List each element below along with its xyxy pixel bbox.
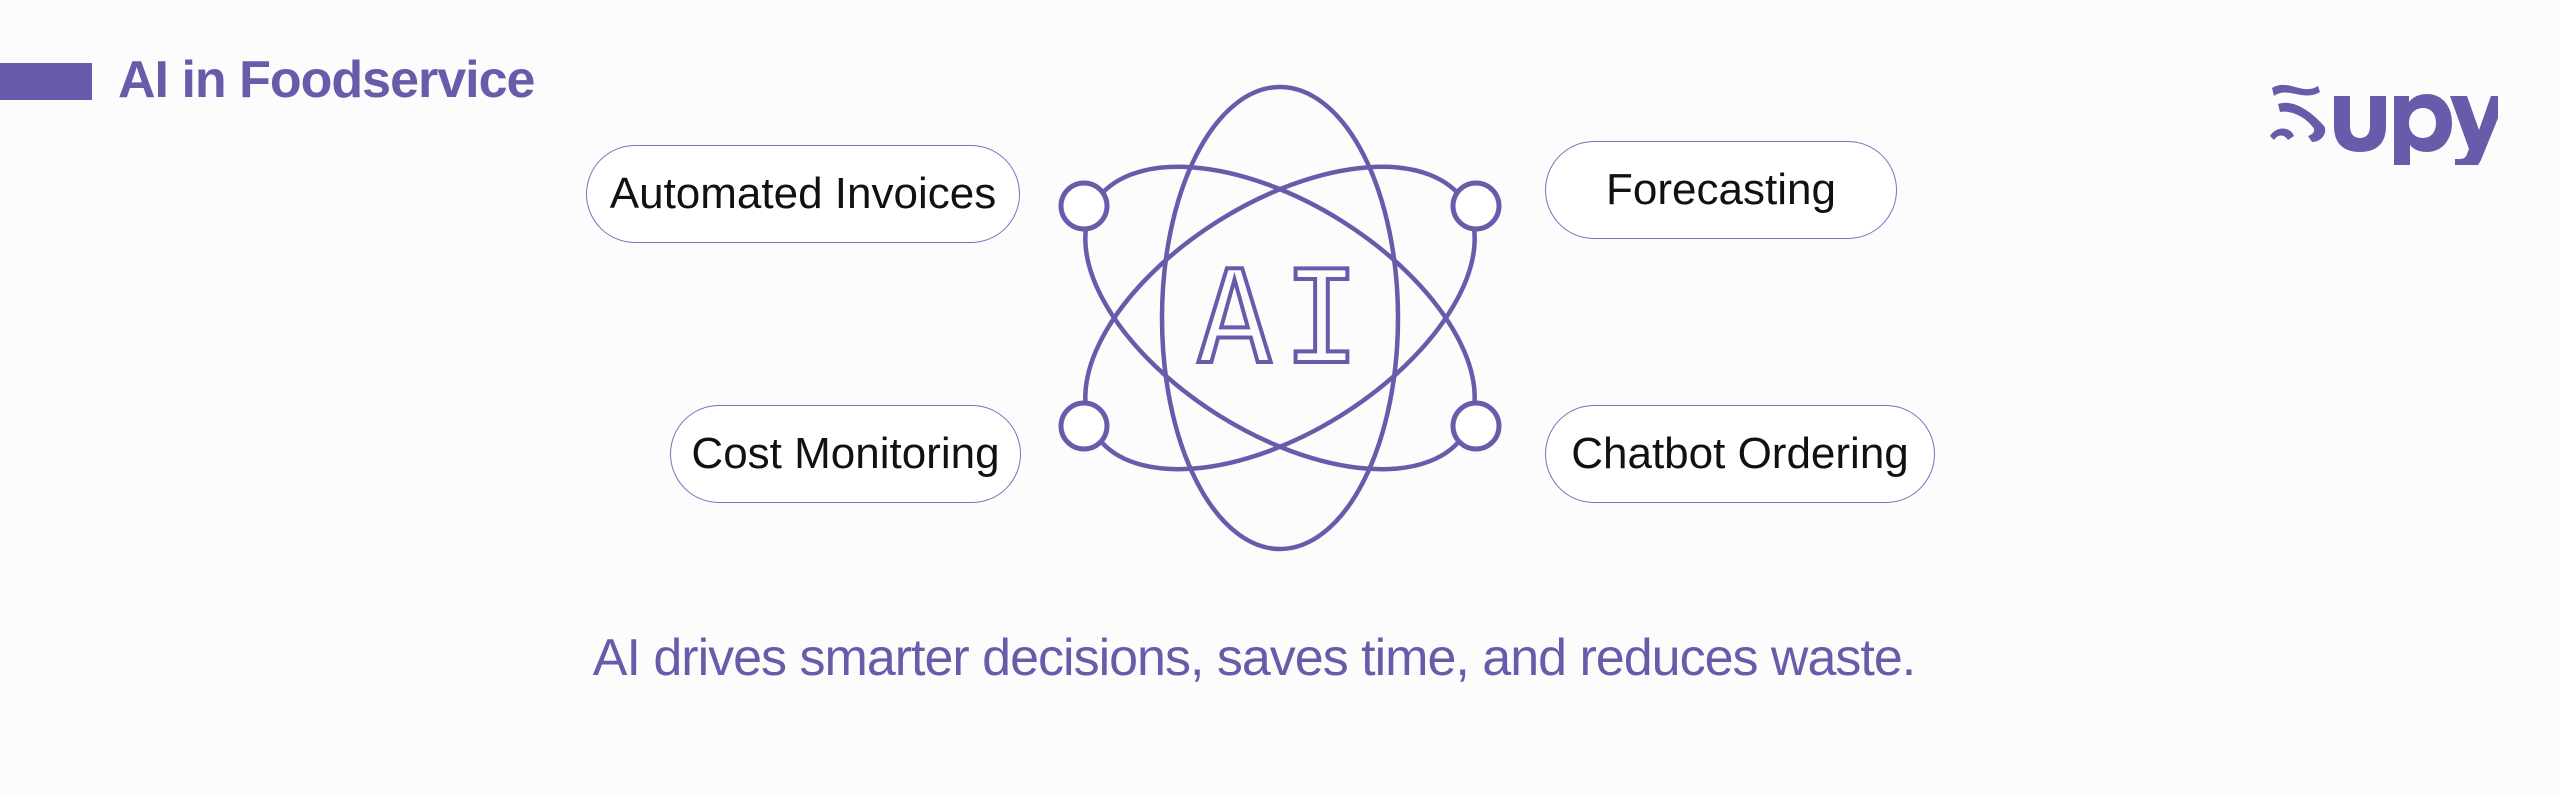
ai-atom-diagram: AI — [1058, 84, 1502, 552]
orbit-node-top-right — [1450, 180, 1502, 232]
tagline-text: AI drives smarter decisions, saves time,… — [592, 629, 1916, 687]
page-title: AI in Foodservice — [118, 51, 535, 109]
tagline: AI drives smarter decisions, saves time,… — [0, 628, 2560, 688]
node-cost-monitoring: Cost Monitoring — [670, 405, 1021, 503]
node-label: Chatbot Ordering — [1571, 429, 1909, 478]
orbit-node-top-left — [1058, 180, 1110, 232]
logo-s-mark — [2272, 84, 2320, 96]
node-label: Automated Invoices — [609, 169, 997, 218]
node-automated-invoices: Automated Invoices — [586, 145, 1020, 243]
node-chatbot-ordering: Chatbot Ordering — [1545, 405, 1935, 503]
orbit-node-bottom-right — [1450, 400, 1502, 452]
node-label: Forecasting — [1606, 165, 1836, 214]
orbit-vertical — [1159, 84, 1401, 552]
title-accent-bar — [0, 63, 92, 100]
node-forecasting: Forecasting — [1545, 141, 1897, 239]
orbit-node-bottom-left — [1058, 400, 1110, 452]
node-label: Cost Monitoring — [691, 429, 1000, 478]
supy-logo — [2270, 84, 2498, 165]
center-ai-label: AI — [1196, 244, 1370, 393]
